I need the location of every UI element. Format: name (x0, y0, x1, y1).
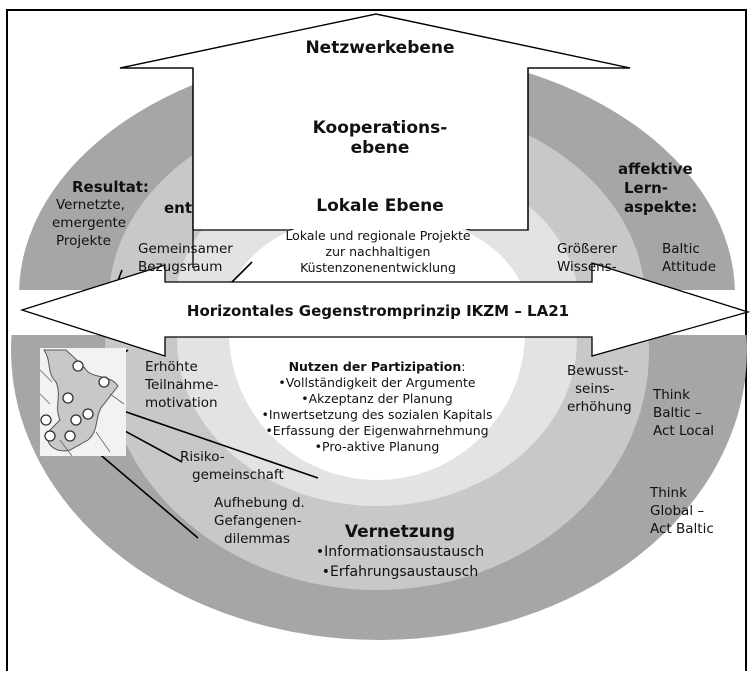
baltic-map (39, 348, 126, 457)
networking-title: Vernetzung (344, 522, 456, 542)
top-house-arrow-fill (122, 15, 628, 229)
think-global-label: Think Global – Act Baltic (650, 485, 714, 537)
level-cooperation: Kooperations- ebene (312, 118, 448, 158)
dilemma-label: Aufhebung d. Gefangenen- dilemmas (214, 495, 305, 547)
networking-item: •Erfahrungsaustausch (321, 564, 479, 580)
benefit-item: •Inwertsetzung des sozialen Kapitals (261, 407, 493, 422)
partial-label: ent (164, 199, 193, 217)
think-baltic-label: Think Baltic – Act Local (653, 387, 714, 439)
arrow-label: Horizontales Gegenstromprinzip IKZM – LA… (186, 302, 570, 320)
networking-item: •Informationsaustausch (315, 544, 485, 560)
center-projects: Lokale und regionale Projekte zur nachha… (285, 228, 471, 274)
horizontal-double-arrow (19, 262, 751, 357)
benefit-item: •Erfassung der Eigenwahrnehmung (265, 423, 489, 438)
participation-motivation-label: Erhöhte Teilnahme- motivation (145, 359, 219, 411)
benefit-item: •Vollständigkeit der Argumente (278, 375, 476, 390)
risk-community-label: Risiko- gemeinschaft (180, 449, 284, 483)
benefits-title: Nutzen der Partizipation (288, 359, 462, 374)
common-space-label: Gemeinsamer Bezugsraum (138, 241, 233, 275)
networking-block: Vernetzung •Informationsaustausch •Erfah… (290, 522, 510, 582)
awareness-label: Bewusst- seins- erhöhung (567, 363, 632, 415)
center-disc-upper (230, 212, 524, 290)
benefit-item: •Akzeptanz der Planung (301, 391, 453, 406)
benefits-block: Nutzen der Partizipation: •Vollständigke… (235, 359, 519, 455)
baltic-attitude-label: Baltic Attitude (662, 241, 717, 275)
center-disc-lower (229, 335, 525, 480)
level-local: Lokale Ebene (316, 196, 444, 216)
house-outline (119, 13, 631, 230)
benefit-item: •Pro-aktive Planung (314, 439, 440, 454)
learning-aspects-title: affektive Lern- aspekte: (618, 160, 698, 216)
knowledge-label: Größerer Wissens- (557, 241, 617, 275)
level-network: Netzwerkebene (305, 38, 455, 58)
result-block: Resultat: Vernetzte, emergente Projekte (52, 178, 149, 249)
